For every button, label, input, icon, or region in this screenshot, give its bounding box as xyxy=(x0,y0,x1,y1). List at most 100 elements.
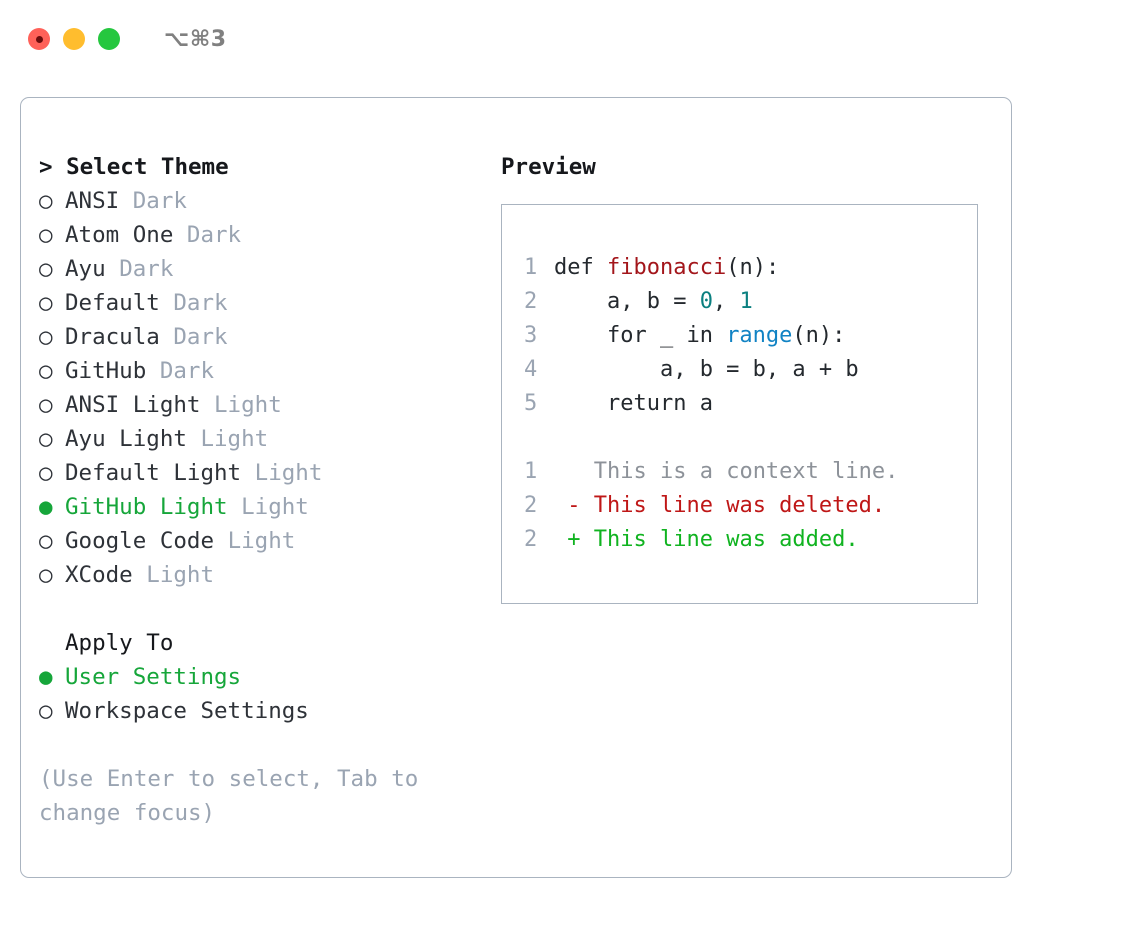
caret-icon: > xyxy=(39,154,53,180)
theme-option-label: ANSI xyxy=(65,188,120,214)
code-token: a, b = b, a + b xyxy=(554,357,859,382)
radio-unselected-icon: ○ xyxy=(39,222,53,248)
theme-option-label: GitHub xyxy=(65,358,147,384)
diff-text: This line was added. xyxy=(593,527,859,552)
code-token: 0 xyxy=(699,289,713,314)
theme-option-tag: Light xyxy=(227,528,296,554)
theme-option-label: XCode xyxy=(65,562,133,588)
select-theme-header-label: Select Theme xyxy=(66,154,229,180)
theme-option-tag: Light xyxy=(146,562,215,588)
diff-sample: 1 This is a context line.2 - This line w… xyxy=(524,455,977,557)
code-token: 1 xyxy=(739,289,753,314)
code-token: return a xyxy=(554,391,713,416)
theme-option-tag: Dark xyxy=(173,324,228,350)
theme-option-label: Ayu Light xyxy=(65,426,187,452)
diff-line: 2 - This line was deleted. xyxy=(524,489,977,523)
radio-unselected-icon: ○ xyxy=(39,392,53,418)
diff-marker xyxy=(554,459,594,484)
radio-unselected-icon: ○ xyxy=(39,358,53,384)
code-line: 2 a, b = 0, 1 xyxy=(524,285,977,319)
radio-unselected-icon: ○ xyxy=(39,698,53,724)
diff-text: This is a context line. xyxy=(593,459,899,484)
main-panel: > Select Theme ○ANSI Dark○Atom One Dark○… xyxy=(20,97,1012,878)
select-theme-header: > Select Theme xyxy=(39,150,479,184)
line-number: 2 xyxy=(524,527,538,552)
radio-unselected-icon: ○ xyxy=(39,188,53,214)
theme-option-tag: Dark xyxy=(173,290,228,316)
theme-option-default-light[interactable]: ○Default Light Light xyxy=(39,456,479,490)
theme-option-xcode[interactable]: ○ XCode Light xyxy=(39,558,479,592)
hint-spacer xyxy=(39,728,479,762)
radio-unselected-icon: ○ xyxy=(39,290,53,316)
apply-to-list: ●User Settings ○ Workspace Settings xyxy=(39,660,479,728)
theme-option-label: Dracula xyxy=(65,324,160,350)
close-icon xyxy=(35,35,43,43)
maximize-button[interactable] xyxy=(98,28,120,50)
diff-text: This line was deleted. xyxy=(593,493,886,518)
apply-to-option-workspace-settings[interactable]: ○ Workspace Settings xyxy=(39,694,479,728)
theme-option-label: Ayu xyxy=(65,256,106,282)
title-bar: ⌥⌘3 xyxy=(0,0,1140,78)
line-number: 5 xyxy=(524,391,538,416)
theme-option-atom-one[interactable]: ○ Atom One Dark xyxy=(39,218,479,252)
theme-option-label: Default Light xyxy=(65,460,242,486)
window-controls xyxy=(28,28,120,50)
line-number: 4 xyxy=(524,357,538,382)
theme-option-google-code[interactable]: ○ Google Code Light xyxy=(39,524,479,558)
theme-option-dracula[interactable]: ○Dracula Dark xyxy=(39,320,479,354)
code-line: 4 a, b = b, a + b xyxy=(524,353,977,387)
code-token: , xyxy=(712,289,740,314)
code-token: (n): xyxy=(726,255,780,280)
diff-line: 2 + This line was added. xyxy=(524,523,977,557)
theme-option-tag: Dark xyxy=(186,222,242,248)
code-token: def xyxy=(554,255,607,280)
theme-option-default[interactable]: ○ Default Dark xyxy=(39,286,479,320)
theme-option-ansi-light[interactable]: ○ ANSI Light Light xyxy=(39,388,479,422)
theme-option-label: Google Code xyxy=(65,528,215,554)
line-number: 2 xyxy=(524,493,538,518)
preview-header: Preview xyxy=(501,154,596,180)
apply-to-header: Apply To xyxy=(65,630,174,656)
theme-option-tag: Light xyxy=(214,392,282,418)
theme-option-label: ANSI Light xyxy=(65,392,201,418)
theme-option-label: Atom One xyxy=(65,222,174,248)
keyboard-hint: (Use Enter to select, Tab to change focu… xyxy=(39,766,432,826)
theme-option-tag: Dark xyxy=(159,358,215,384)
code-diff-spacer xyxy=(524,421,977,455)
radio-unselected-icon: ○ xyxy=(39,528,53,554)
line-number: 2 xyxy=(524,289,538,314)
code-line: 1 def fibonacci(n): xyxy=(524,251,977,285)
radio-unselected-icon: ○ xyxy=(39,460,53,486)
code-line: 5 return a xyxy=(524,387,977,421)
theme-option-github-light[interactable]: ●GitHub Light Light xyxy=(39,490,479,524)
apply-to-option-user-settings[interactable]: ●User Settings xyxy=(39,660,479,694)
theme-option-tag: Dark xyxy=(132,188,187,214)
theme-option-ayu[interactable]: ○ Ayu Dark xyxy=(39,252,479,286)
theme-option-tag: Dark xyxy=(119,256,174,282)
theme-option-github[interactable]: ○ GitHub Dark xyxy=(39,354,479,388)
code-line: 3 for _ in range(n): xyxy=(524,319,977,353)
diff-marker: - xyxy=(554,493,594,518)
radio-unselected-icon: ○ xyxy=(39,256,53,282)
code-token: range xyxy=(726,323,793,348)
line-number: 3 xyxy=(524,323,538,348)
minimize-button[interactable] xyxy=(63,28,85,50)
radio-unselected-icon: ○ xyxy=(39,562,53,588)
code-token: a, b = xyxy=(554,289,700,314)
line-number: 1 xyxy=(524,255,538,280)
diff-marker: + xyxy=(554,527,594,552)
radio-unselected-icon: ○ xyxy=(39,426,53,452)
apply-to-option-label: Workspace Settings xyxy=(65,698,309,724)
theme-picker-column: > Select Theme ○ANSI Dark○Atom One Dark○… xyxy=(39,150,479,830)
close-button[interactable] xyxy=(28,28,50,50)
theme-option-ansi[interactable]: ○ ANSI Dark xyxy=(39,184,479,218)
code-token: fibonacci xyxy=(606,255,727,280)
theme-option-label: Default xyxy=(65,290,160,316)
theme-option-label: GitHub Light xyxy=(65,494,228,520)
theme-option-tag: Light xyxy=(200,426,269,452)
theme-option-ayu-light[interactable]: ○ Ayu Light Light xyxy=(39,422,479,456)
